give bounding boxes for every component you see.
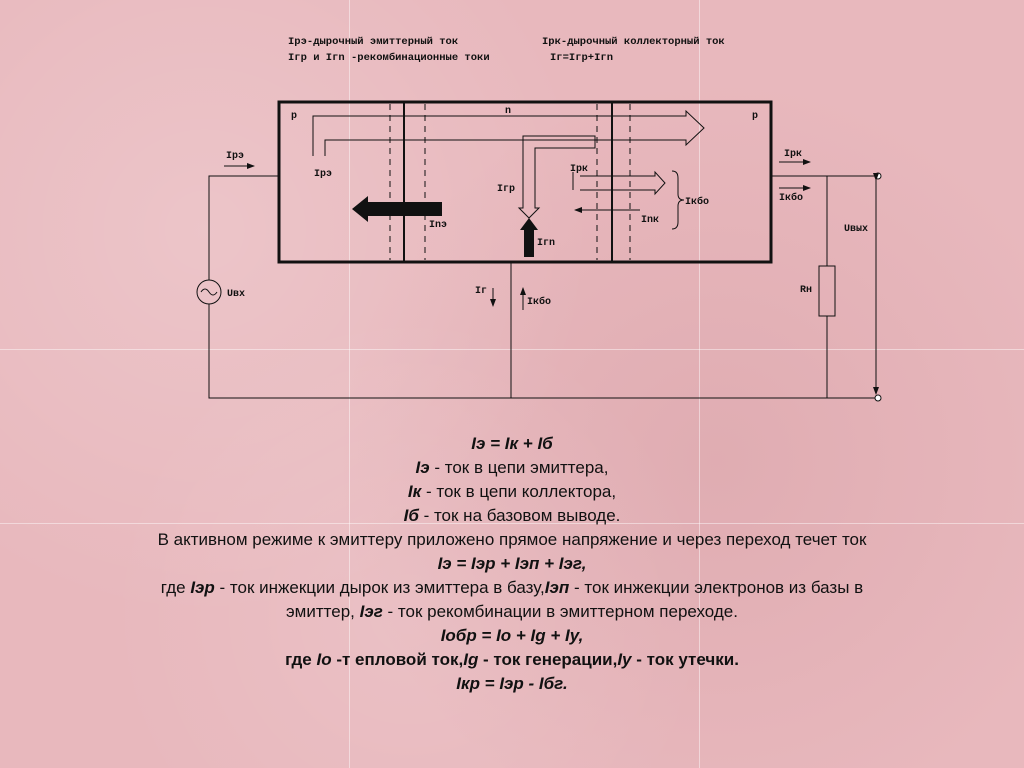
ipe-external-label: Iрэ (226, 151, 244, 162)
legend-hole-emitter-current: Iрэ-дырочный эмиттерный ток (288, 36, 458, 48)
region-p-collector: p (752, 111, 758, 122)
def-emitter-current: Iэ - ток в цепи эмиттера, (415, 458, 609, 477)
igr-label: Iгр (497, 184, 515, 195)
ig-label: Iг (475, 286, 487, 297)
legend-recombination-currents: Iгр и Iгn -рекомбинационные токи (288, 51, 490, 64)
explanation-text: Iэ = Iк + Iб Iэ - ток в цепи эмиттера, I… (40, 432, 984, 696)
region-n-base: n (505, 106, 511, 117)
uvyx-label: Uвых (844, 224, 868, 235)
ikbo-external-label: Iкбо (779, 191, 803, 204)
output-terminal-bottom (874, 394, 882, 402)
transistor-circuit-diagram: Iрэ-дырочный эмиттерный ток Iрк-дырочный… (196, 36, 882, 402)
load-resistor (818, 265, 836, 317)
emitter-lead-wire (208, 175, 279, 280)
ikbo-brace (671, 170, 685, 230)
igr-hollow-arrow (517, 135, 596, 219)
def-collector-current: Iк - ток в цепи коллектора, (407, 482, 617, 501)
def-reverse-components: где Iо -т епловой ток,Ig - ток генерации… (285, 650, 739, 669)
formula-emitter-current: Iэ = Iк + Iб (471, 434, 553, 453)
legend-hole-collector-current: Iрк-дырочный коллекторный ток (542, 36, 725, 48)
formula-emitter-components: Iэ = Iэр + Iэп + Iэг, (437, 554, 587, 573)
output-terminal-top (874, 172, 882, 180)
rn-label: Rн (800, 285, 812, 296)
ground-bus-wire (208, 304, 876, 399)
ign-solid-arrow (520, 218, 538, 257)
uvx-label: Uвх (227, 289, 245, 300)
ipk-external-label: Iрк (784, 149, 802, 160)
hole-flow-hollow-arrow (312, 109, 705, 156)
ine-solid-arrow (352, 196, 442, 222)
def-base-current: Iб - ток на базовом выводе. (403, 506, 621, 525)
ac-wave-icon (200, 288, 218, 296)
ipk-inner-label: Iрк (570, 164, 588, 175)
active-mode-text: В активном режиме к эмиттеру приложено п… (157, 530, 867, 549)
transistor-body (277, 100, 773, 264)
region-p-emitter: p (291, 111, 297, 122)
ign-label: Iгn (537, 238, 555, 249)
ipk-hollow-arrow (580, 170, 666, 196)
legend-base-current-sum: Iг=Iгр+Iгn (550, 52, 613, 64)
formula-collector-current: Iкр = Iэр - Iбг. (456, 674, 568, 693)
ikbo-inner-label: Iкбо (685, 195, 709, 208)
ikbo-base-label: Iкбо (527, 295, 551, 308)
ink-label: Inк (641, 215, 659, 226)
ipe-inner-label: Iрэ (314, 169, 332, 180)
def-injection-currents: где Iэр - ток инжекции дырок из эмиттера… (160, 578, 864, 597)
formula-reverse-current: Iобр = Iо + Ig + Iу, (440, 626, 584, 645)
def-recombination-current: эмиттер, Iэг - ток рекомбинации в эмитте… (286, 602, 738, 621)
ine-label: Inэ (429, 220, 447, 231)
legend: Iрэ-дырочный эмиттерный ток Iрк-дырочный… (288, 36, 725, 64)
